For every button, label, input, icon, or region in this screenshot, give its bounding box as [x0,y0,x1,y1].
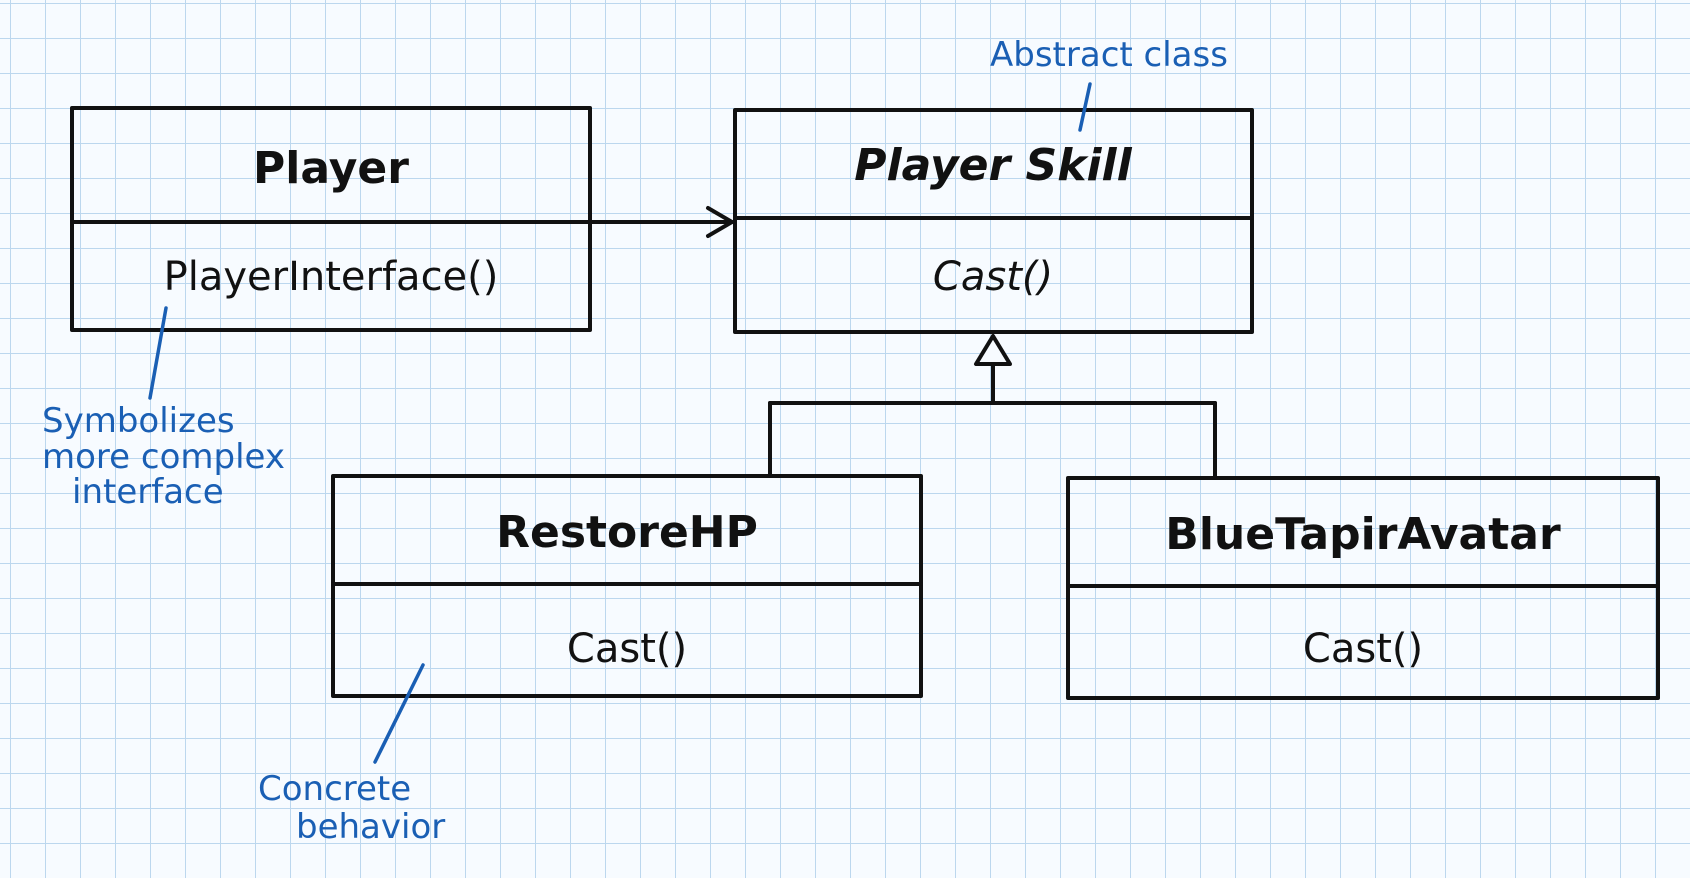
blue-tapir-avatar-method: Cast() [1303,626,1423,672]
note-symbolizes: Symbolizes more complex interface [42,306,285,512]
inheritance-connector [768,334,1217,480]
note-symbolizes-line-2: more complex [42,437,285,477]
association-arrow [588,206,736,238]
note-abstract-class-text: Abstract class [990,35,1228,75]
blue-tapir-avatar-class-box: BlueTapirAvatar Cast() [1066,476,1660,700]
restore-hp-class-name: RestoreHP [496,507,758,558]
player-skill-class-name: Player Skill [854,140,1132,191]
inheritance-triangle [974,334,1012,366]
note-abstract-class: Abstract class [990,35,1228,132]
player-class-name: Player [253,143,409,194]
note-concrete-line-2: behavior [296,807,445,847]
player-skill-class-box: Player Skill Cast() [733,108,1254,334]
player-method: PlayerInterface() [164,254,499,300]
player-class-box: Player PlayerInterface() [70,106,592,332]
note-symbolizes-line-3: interface [72,472,224,512]
restore-hp-class-box: RestoreHP Cast() [331,474,923,698]
player-skill-method: Cast() [933,254,1053,300]
restore-hp-method: Cast() [567,626,687,672]
note-concrete-line-1: Concrete [258,769,411,809]
note-concrete: Concrete behavior [258,663,445,847]
blue-tapir-avatar-class-name: BlueTapirAvatar [1165,509,1561,560]
note-symbolizes-line-1: Symbolizes [42,401,235,441]
